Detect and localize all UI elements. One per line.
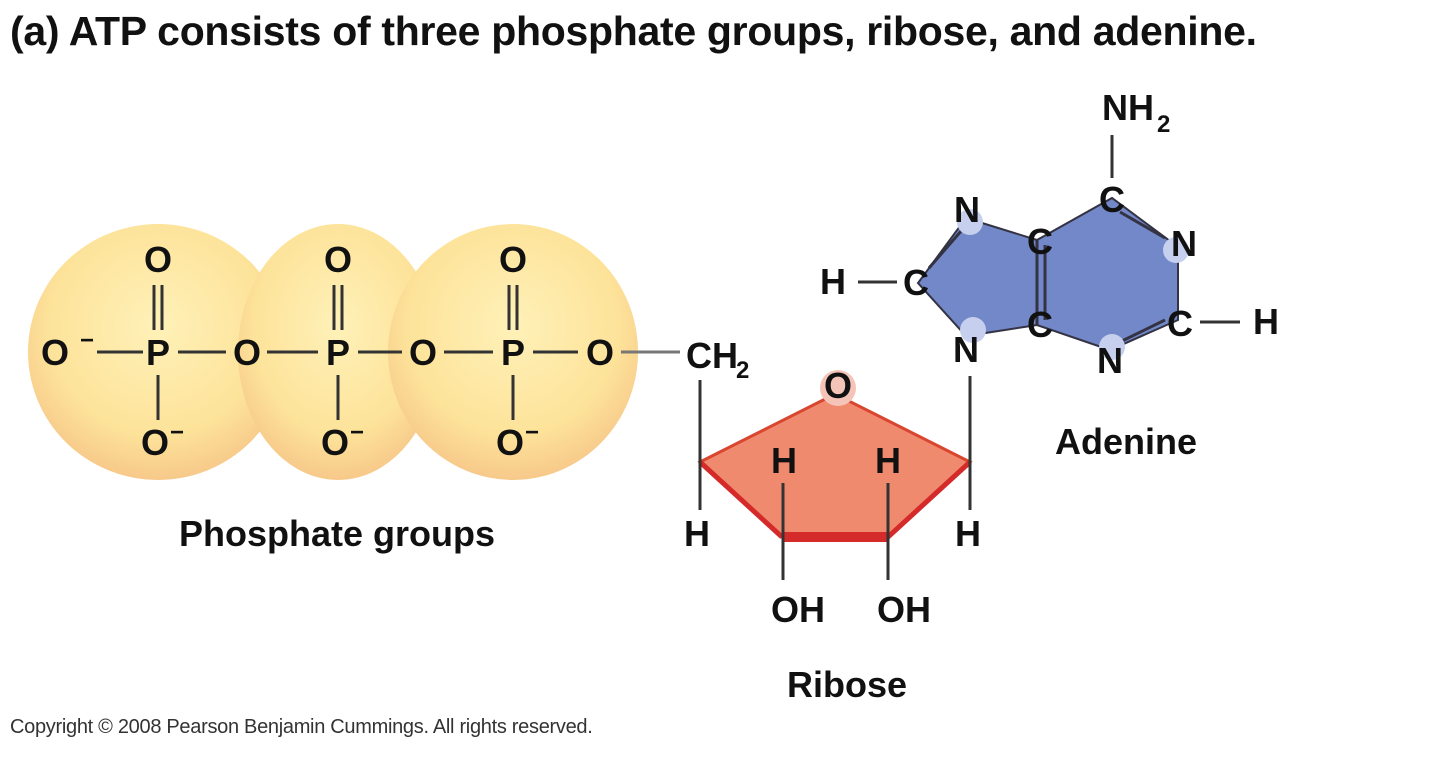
atom-o-bottom-2: O [321,422,349,463]
atom-nh2-subscript: 2 [1157,111,1170,138]
atom-h-inner-right: H [875,440,901,481]
phosphate-groups: O − O O O O P O − O P O − O P O − Phosph… [28,224,680,554]
figure-title: (a) ATP consists of three phosphate grou… [10,8,1257,54]
ribose: CH 2 O H H H H OH OH Ribose [684,335,981,705]
atom-n-bottom: N [1097,340,1123,381]
atom-o-end: O [586,332,614,373]
atom-oh-left: OH [771,589,825,630]
ribose-ring [697,392,973,539]
atom-oh-right: OH [877,589,931,630]
phosphate-groups-label: Phosphate groups [179,513,495,554]
atom-n-bottom-left: N [953,329,979,370]
phosphate-ball-1 [28,224,288,480]
atom-p-2: P [326,332,350,373]
adenine-label: Adenine [1055,421,1197,462]
atom-p-3: P [501,332,525,373]
atom-n-right: N [1171,223,1197,264]
atom-h-left: H [684,513,710,554]
atom-h-inner-left: H [771,440,797,481]
atom-h-right: H [955,513,981,554]
charge-1: − [170,419,184,446]
phosphate-ball-3 [388,224,638,480]
atom-o-top-2: O [324,239,352,280]
atom-c-mid-top: C [1027,221,1053,262]
atom-h-adenine-right: H [1253,301,1279,342]
atom-ch2: CH [686,335,738,376]
atom-o-bridge-1: O [233,332,261,373]
atom-o-bottom-1: O [141,422,169,463]
atom-nh2: NH [1102,87,1154,128]
atom-o-bottom-3: O [496,422,524,463]
adenine: NH 2 C N C N H C C C H N N Adenine [820,87,1279,462]
atom-c-mid-bottom: C [1027,304,1053,345]
charge-2: − [350,419,364,446]
atom-o-top-3: O [499,239,527,280]
atom-ring-o: O [824,365,852,406]
charge-3: − [525,419,539,446]
atom-p-1: P [146,332,170,373]
atom-n-top-left: N [954,189,980,230]
adenine-ring [916,196,1179,352]
atom-c-right: C [1167,303,1193,344]
atom-o-bridge-2: O [409,332,437,373]
ribose-label: Ribose [787,664,907,705]
atom-c-left: C [903,262,929,303]
atom-o-top-1: O [144,239,172,280]
atom-h-adenine-left: H [820,261,846,302]
atom-o-start: O [41,332,69,373]
atom-c-top: C [1099,179,1125,220]
atom-ch2-subscript: 2 [736,357,749,384]
copyright-notice: Copyright © 2008 Pearson Benjamin Cummin… [10,716,593,738]
phosphate-ball-2 [238,224,438,480]
charge-o-start: − [80,327,94,354]
